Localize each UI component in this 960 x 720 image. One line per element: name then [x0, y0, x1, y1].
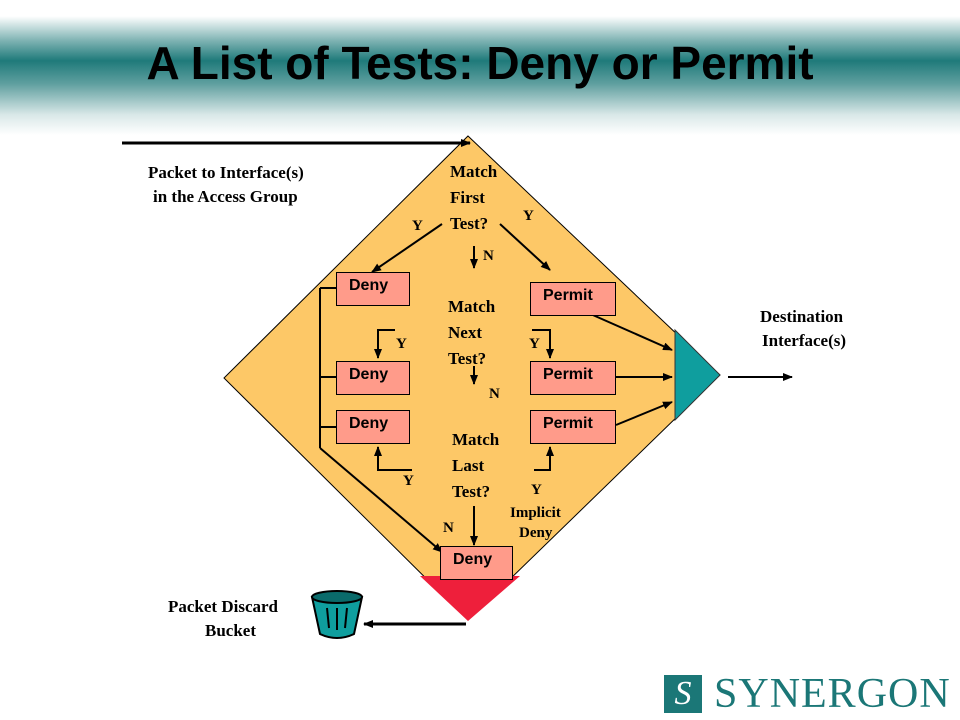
- permit-box-last: Permit: [530, 410, 616, 444]
- no-marker: N: [483, 248, 494, 264]
- match-last-line1: Match: [452, 430, 500, 449]
- deny-box-next: Deny: [336, 361, 410, 395]
- deny-box-first: Deny: [336, 272, 410, 306]
- yes-marker: Y: [529, 336, 540, 352]
- match-next-line2: Next: [448, 323, 482, 342]
- last-deny-arrow: [374, 446, 412, 471]
- slide-title: A List of Tests: Deny or Permit: [146, 37, 814, 89]
- yes-marker: Y: [412, 218, 423, 234]
- implicit-deny-line1: Implicit: [510, 505, 561, 521]
- permit3-to-interface: [615, 401, 673, 426]
- packet-in-label-line1: Packet to Interface(s): [148, 163, 304, 182]
- yes-marker: Y: [523, 208, 534, 224]
- next-deny-arrow: [374, 329, 395, 359]
- yes-marker: Y: [531, 482, 542, 498]
- destination-label-line2: Interface(s): [762, 331, 847, 350]
- header-band: [0, 0, 960, 135]
- match-last-line2: Last: [452, 456, 485, 475]
- first-permit-arrow: [499, 223, 551, 271]
- synergon-logo-text: SYNERGON: [714, 671, 951, 717]
- packet-in-label-line2: in the Access Group: [153, 187, 298, 206]
- match-first-line3: Test?: [450, 214, 489, 233]
- first-deny-arrow: [371, 223, 443, 273]
- synergon-logo-mark: S: [664, 675, 702, 713]
- discard-bucket-icon: [310, 590, 364, 639]
- yes-marker: Y: [396, 336, 407, 352]
- discard-label-line2: Bucket: [205, 621, 256, 640]
- destination-interface-shape: [674, 328, 721, 422]
- no-marker: N: [489, 386, 500, 402]
- match-first-line1: Match: [450, 162, 498, 181]
- discard-region: [420, 576, 520, 621]
- permit-box-next: Permit: [530, 361, 616, 395]
- match-next-line1: Match: [448, 297, 496, 316]
- deny-collect-arrow: [319, 447, 443, 553]
- deny-box-last: Deny: [336, 410, 410, 444]
- discard-label-line1: Packet Discard: [168, 597, 279, 616]
- no-marker: N: [443, 520, 454, 536]
- last-permit-arrow: [534, 446, 554, 471]
- match-last-line3: Test?: [452, 482, 491, 501]
- yes-marker: Y: [403, 473, 414, 489]
- permit1-to-interface: [585, 311, 673, 351]
- synergon-logo: S SYNERGON: [664, 671, 951, 717]
- next-permit-arrow: [532, 329, 554, 359]
- implicit-deny-line2: Deny: [519, 525, 553, 541]
- destination-label-line1: Destination: [760, 307, 844, 326]
- deny-box-implicit: Deny: [440, 546, 513, 580]
- match-first-line2: First: [450, 188, 485, 207]
- permit-box-first: Permit: [530, 282, 616, 316]
- match-next-line3: Test?: [448, 349, 487, 368]
